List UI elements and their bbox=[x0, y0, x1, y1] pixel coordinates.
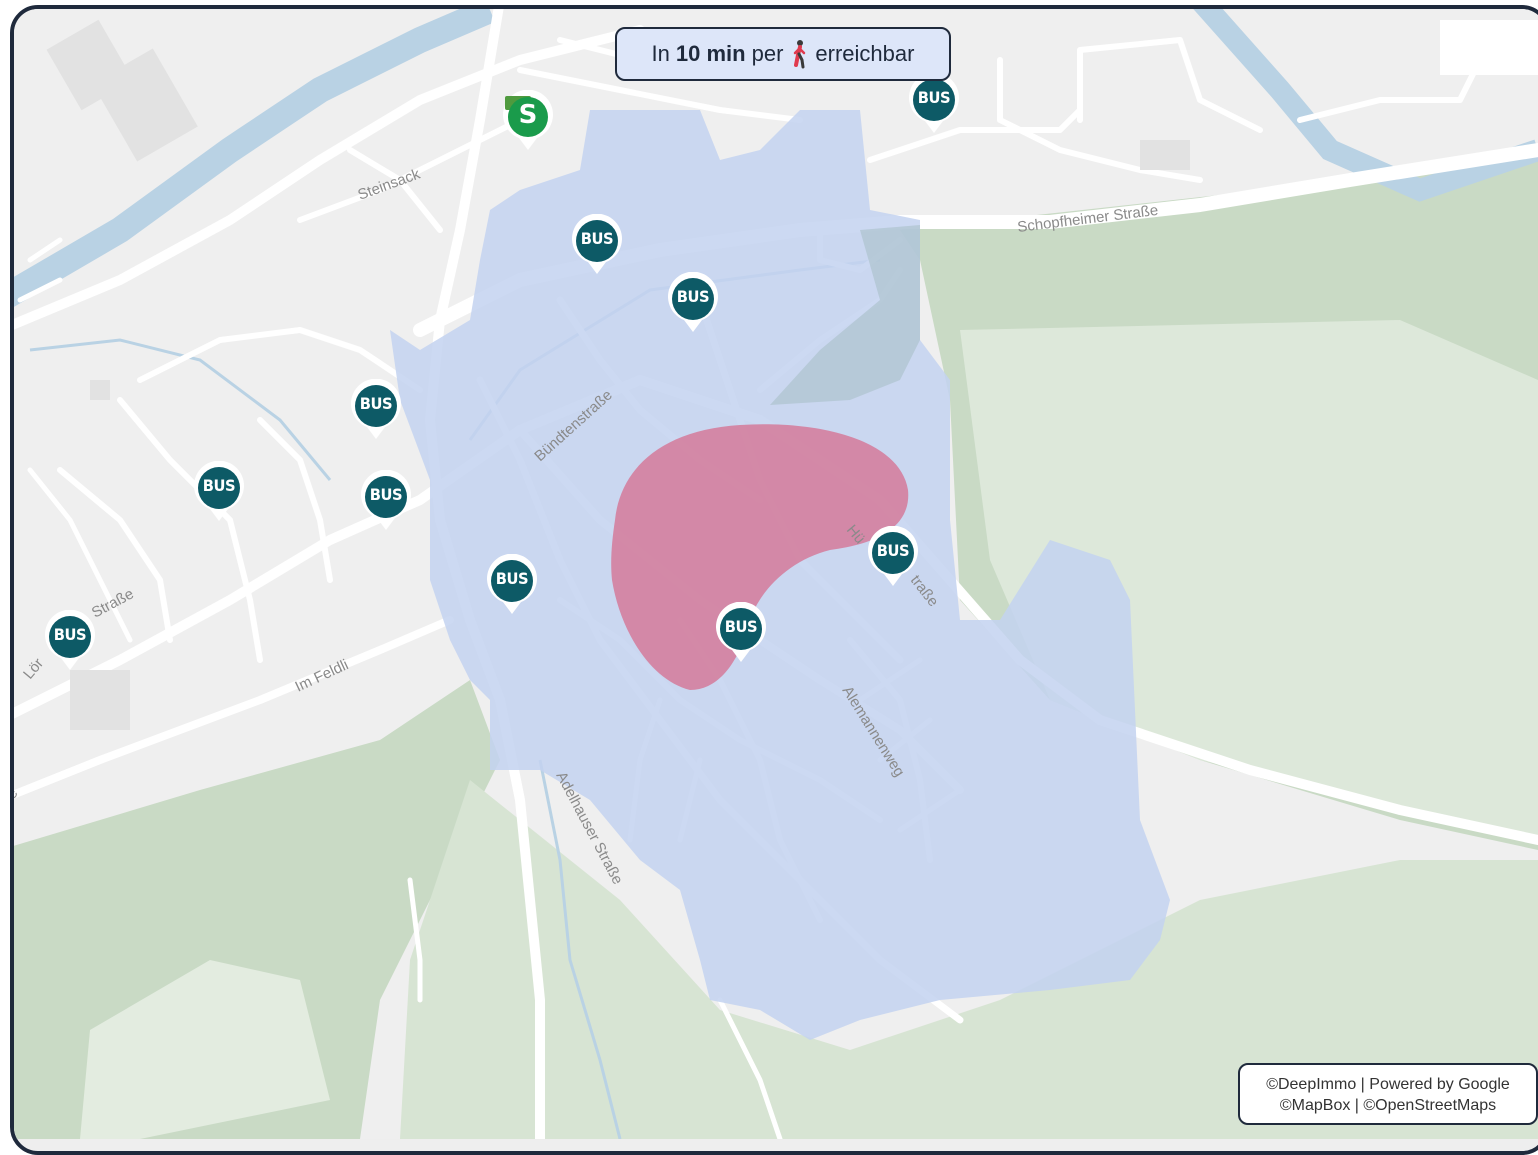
forest-area-south bbox=[400, 780, 1538, 1139]
buildings bbox=[46, 19, 1538, 730]
bus-label: BUS bbox=[724, 617, 758, 636]
bus-stop-marker[interactable]: BUS bbox=[359, 470, 413, 532]
bus-label: BUS bbox=[359, 394, 393, 413]
banner-prefix: In bbox=[651, 41, 670, 66]
s-bahn-pin-icon bbox=[503, 90, 553, 150]
bus-stop-marker[interactable]: BUS bbox=[349, 379, 403, 441]
s-bahn-label: S bbox=[518, 100, 538, 130]
bus-label: BUS bbox=[369, 485, 403, 504]
bus-stop-marker[interactable]: BUS bbox=[485, 554, 539, 616]
bus-stop-marker[interactable]: BUS bbox=[907, 73, 961, 135]
bus-pin-icon bbox=[45, 610, 95, 670]
map-attribution: ©DeepImmo | Powered by Google ©MapBox | … bbox=[1238, 1063, 1538, 1125]
attribution-line-2: ©MapBox | ©OpenStreetMaps bbox=[1279, 1097, 1497, 1114]
river-east bbox=[1193, 9, 1538, 202]
bus-stop-marker[interactable]: BUS bbox=[570, 214, 624, 276]
bus-pin-icon bbox=[194, 461, 244, 521]
attribution-line-1: ©DeepImmo | Powered by Google bbox=[1266, 1076, 1510, 1093]
street-label-edge: e bbox=[10, 786, 22, 802]
bus-pin-icon bbox=[668, 272, 718, 332]
reachability-banner: In 10 min per erreichbar bbox=[615, 27, 951, 81]
banner-middle: per bbox=[751, 41, 784, 66]
bus-label: BUS bbox=[202, 476, 236, 495]
meadow-area-southwest bbox=[80, 960, 330, 1139]
bus-label: BUS bbox=[917, 88, 951, 107]
bus-pin-icon bbox=[572, 214, 622, 274]
bus-pin-icon bbox=[868, 526, 918, 586]
target-area bbox=[611, 424, 909, 690]
bus-label: BUS bbox=[676, 287, 710, 306]
stream-south bbox=[538, 759, 622, 1139]
banner-duration: 10 min bbox=[675, 41, 746, 66]
map-container[interactable]: Steinsack Schopfheimer Straße Bündtenstr… bbox=[10, 5, 1538, 1155]
bus-stop-marker[interactable]: BUS bbox=[714, 602, 768, 664]
banner-suffix: erreichbar bbox=[815, 41, 915, 66]
bus-pin-icon bbox=[909, 73, 959, 133]
walking-isochrone-dark-overlap bbox=[770, 225, 920, 405]
walking-person-icon bbox=[794, 40, 806, 69]
bus-label: BUS bbox=[876, 541, 910, 560]
bus-pin-icon bbox=[351, 379, 401, 439]
river bbox=[14, 9, 496, 307]
s-bahn-station-marker[interactable]: S bbox=[501, 90, 555, 152]
bus-pin-icon bbox=[716, 602, 766, 662]
bus-stop-marker[interactable]: BUS bbox=[43, 610, 97, 672]
bus-label: BUS bbox=[580, 229, 614, 248]
bus-pin-icon bbox=[487, 554, 537, 614]
bus-pin-icon bbox=[361, 470, 411, 530]
bus-stop-marker[interactable]: BUS bbox=[666, 272, 720, 334]
bus-label: BUS bbox=[495, 569, 529, 588]
bus-label: BUS bbox=[53, 625, 87, 644]
bus-stop-marker[interactable]: BUS bbox=[866, 526, 920, 588]
map-canvas[interactable]: Steinsack Schopfheimer Straße Bündtenstr… bbox=[10, 5, 1538, 1139]
bus-stop-marker[interactable]: BUS bbox=[192, 461, 246, 523]
